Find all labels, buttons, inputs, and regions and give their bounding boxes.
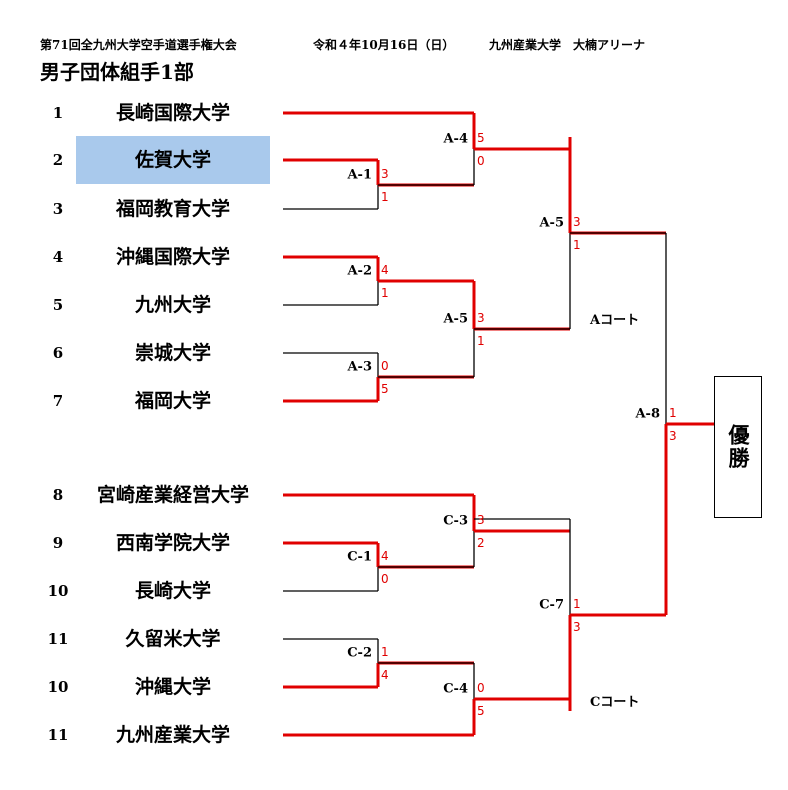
score-top: 3: [381, 167, 389, 181]
score-top: 4: [381, 263, 389, 277]
team-seed: 2: [52, 151, 64, 169]
team-name: 宮崎産業経営大学: [96, 484, 249, 506]
team-seed: 7: [52, 392, 64, 410]
team-name: 佐賀大学: [76, 136, 270, 184]
score-bottom: 1: [381, 286, 389, 300]
score-top: 1: [573, 597, 581, 611]
match-id: A-2: [347, 263, 372, 279]
match-id: C-3: [443, 513, 468, 529]
score-top: 0: [477, 681, 485, 695]
match-id: A-3: [347, 359, 372, 375]
tournament-name: 第71回全九州大学空手道選手権大会: [40, 38, 237, 52]
score-top: 0: [381, 359, 389, 373]
match-id: A-1: [347, 167, 372, 183]
team-seed: 9: [52, 534, 64, 552]
match-id: A-5: [539, 215, 564, 231]
score-top: 1: [669, 406, 677, 420]
team-name: 長崎国際大学: [115, 102, 230, 124]
score-bottom: 4: [381, 668, 389, 682]
score-top: 1: [381, 645, 389, 659]
court-a-label: Aコート: [590, 313, 640, 328]
team-seed: 11: [47, 630, 69, 648]
team-seed: 5: [52, 296, 64, 314]
champion-box: 優勝: [714, 376, 762, 518]
team-seed: 11: [47, 726, 69, 744]
team-seed: 10: [47, 678, 69, 696]
team-name: 九州産業大学: [115, 724, 230, 746]
match-id: C-4: [443, 681, 468, 697]
division-title: 男子団体組手1部: [40, 60, 194, 84]
event-date: 令和４年10月16日（日）: [313, 38, 455, 52]
score-bottom: 0: [477, 154, 485, 168]
match-id: C-7: [539, 597, 564, 613]
team-name: 崇城大学: [134, 342, 211, 364]
team-seed: 3: [52, 200, 64, 218]
score-bottom: 1: [573, 238, 581, 252]
team-name: 長崎大学: [134, 580, 211, 602]
score-bottom: 1: [477, 334, 485, 348]
team-name: 福岡教育大学: [115, 198, 230, 220]
team-seed: 1: [52, 104, 64, 122]
team-seed: 8: [52, 486, 64, 504]
score-top: 3: [477, 311, 485, 325]
team-seed: 6: [52, 344, 64, 362]
team-seed: 4: [52, 248, 64, 266]
team-seed: 10: [47, 582, 69, 600]
score-bottom: 5: [381, 382, 389, 396]
match-id: A-4: [443, 131, 468, 147]
court-c-label: Cコート: [590, 695, 640, 710]
score-bottom: 3: [573, 620, 581, 634]
team-name: 沖縄国際大学: [115, 246, 230, 268]
champion-label: 優勝: [726, 424, 751, 470]
score-bottom: 1: [381, 190, 389, 204]
match-id: A-5: [443, 311, 468, 327]
score-bottom: 2: [477, 536, 485, 550]
team-name: 福岡大学: [134, 390, 211, 412]
match-id: C-2: [347, 645, 372, 661]
score-top: 3: [477, 513, 485, 527]
team-name: 沖縄大学: [134, 676, 211, 698]
event-venue: 九州産業大学 大楠アリーナ: [489, 38, 646, 52]
score-top: 3: [573, 215, 581, 229]
team-name: 久留米大学: [125, 628, 221, 650]
score-bottom: 0: [381, 572, 389, 586]
match-id: A-8: [635, 406, 660, 422]
match-id: C-1: [347, 549, 372, 565]
score-top: 5: [477, 131, 485, 145]
score-bottom: 3: [669, 429, 677, 443]
team-name: 西南学院大学: [115, 532, 230, 554]
score-bottom: 5: [477, 704, 485, 718]
team-name: 九州大学: [134, 294, 211, 316]
score-top: 4: [381, 549, 389, 563]
